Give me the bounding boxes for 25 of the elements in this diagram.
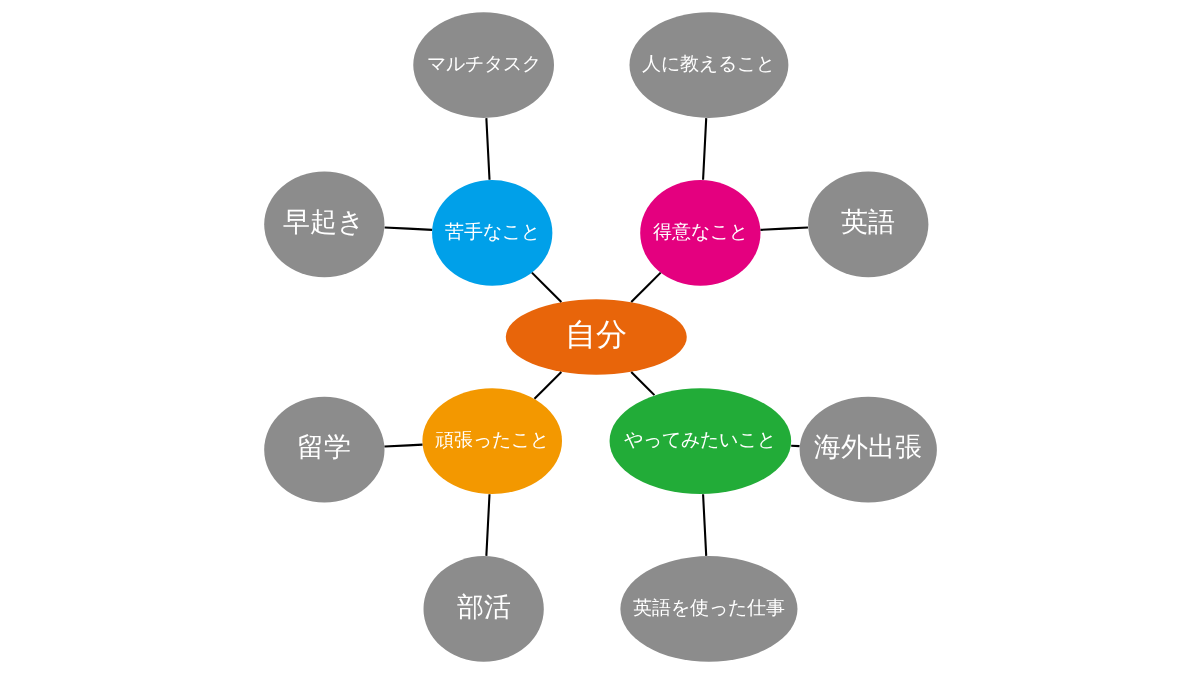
connector	[530, 271, 562, 303]
connector	[701, 494, 707, 556]
node-ellipse: 人に教えること	[628, 12, 788, 118]
connector	[759, 226, 808, 231]
node-ellipse: 頑張ったこと	[421, 388, 562, 494]
node-ellipse: 得意なこと	[639, 180, 760, 286]
connector	[630, 271, 661, 303]
connector	[383, 443, 423, 448]
node-ellipse: 自分	[505, 299, 687, 375]
connector	[701, 118, 707, 180]
connector	[484, 494, 491, 556]
node-ellipse: 英語	[807, 171, 928, 278]
node-ellipse: マルチタスク	[412, 12, 554, 118]
node-ellipse: 英語を使った仕事	[619, 556, 797, 662]
node-ellipse: 部活	[423, 556, 544, 662]
connector	[790, 444, 800, 448]
connector	[384, 226, 432, 231]
connector	[533, 371, 562, 400]
node-ellipse: 海外出張	[799, 396, 937, 503]
node-ellipse: やってみたいこと	[609, 388, 791, 494]
node-ellipse: 留学	[263, 396, 384, 503]
connector	[484, 118, 491, 180]
connector	[630, 371, 655, 396]
node-ellipse: 苦手なこと	[431, 180, 552, 286]
node-ellipse: 早起き	[263, 171, 384, 278]
